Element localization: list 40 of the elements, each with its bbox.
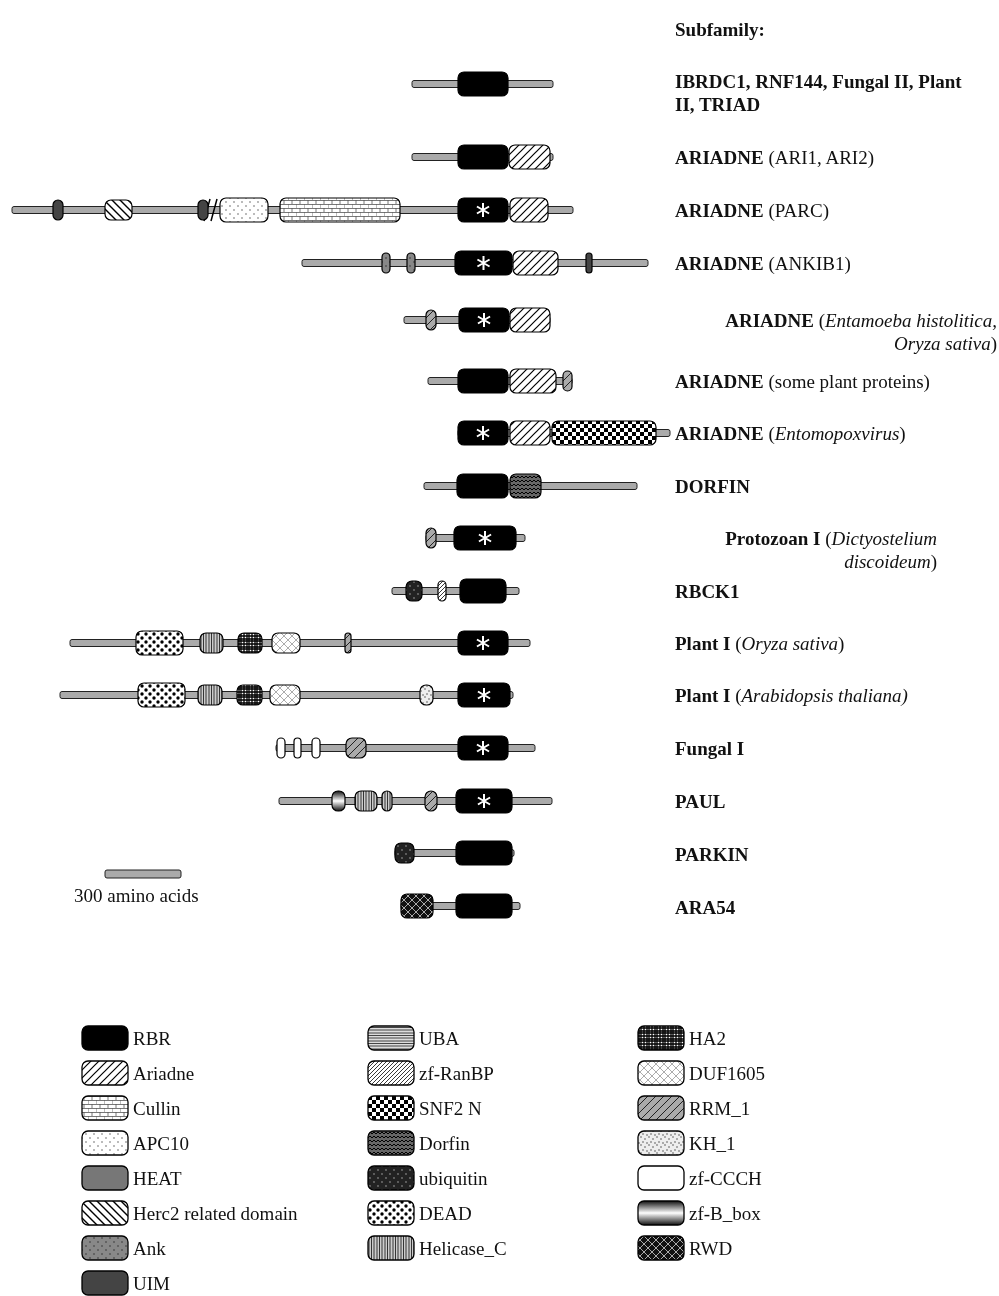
subfamily-label: ARIADNE (ARI1, ARI2) [675,146,875,169]
subfamily-label: PAUL [675,790,727,813]
subfamily-label: Plant I (Arabidopsis thaliana) [675,684,909,707]
legend-label: Cullin [133,1097,181,1120]
legend-label: APC10 [133,1132,189,1155]
scale-label: 300 amino acids [74,884,200,907]
subfamily-label: IBRDC1, RNF144, Fungal II, Plant II, TRIAD [675,70,963,116]
subfamily-label: Fungal I [675,737,746,760]
subfamily-label: ARIADNE (Entomopoxvirus) [675,422,907,445]
legend-label: DEAD [419,1202,472,1225]
legend-label: RRM_1 [689,1097,751,1120]
subfamily-label: DORFIN [675,475,751,498]
column-header: Subfamily: [675,18,766,41]
legend-label: Herc2 related domain [133,1202,298,1225]
legend-label: Ariadne [133,1062,195,1085]
legend-label: RWD [689,1237,733,1260]
subfamily-label: PARKIN [675,843,750,866]
legend-label: zf-B_box [689,1202,761,1225]
legend-label: Dorfin [419,1132,470,1155]
legend-label: ubiquitin [419,1167,488,1190]
legend-label: SNF2 N [419,1097,482,1120]
legend-label: RBR [133,1027,172,1050]
legend-label: UIM [133,1272,170,1295]
subfamily-label: Plant I (Oryza sativa) [675,632,846,655]
subfamily-label: RBCK1 [675,580,741,603]
legend-label: UBA [419,1027,460,1050]
subfamily-label: ARIADNE (ANKIB1) [675,252,852,275]
legend-label: zf-RanBP [419,1062,494,1085]
legend-label: Ank [133,1237,166,1260]
subfamily-label: ARIADNE (PARC) [675,199,830,222]
legend-label: HEAT [133,1167,182,1190]
subfamily-label: ARIADNE (some plant proteins) [675,370,931,393]
subfamily-label: ARA54 [675,896,737,919]
subfamily-label: ARIADNE (Entamoeba histolitica, Oryza sativa) [724,309,997,355]
legend-label: KH_1 [689,1132,736,1155]
subfamily-label: Protozoan I (Dictyostelium discoideum) [724,527,937,573]
legend-label: zf-CCCH [689,1167,762,1190]
legend-label: Helicase_C [419,1237,507,1260]
legend-label: HA2 [689,1027,726,1050]
legend-label: DUF1605 [689,1062,765,1085]
